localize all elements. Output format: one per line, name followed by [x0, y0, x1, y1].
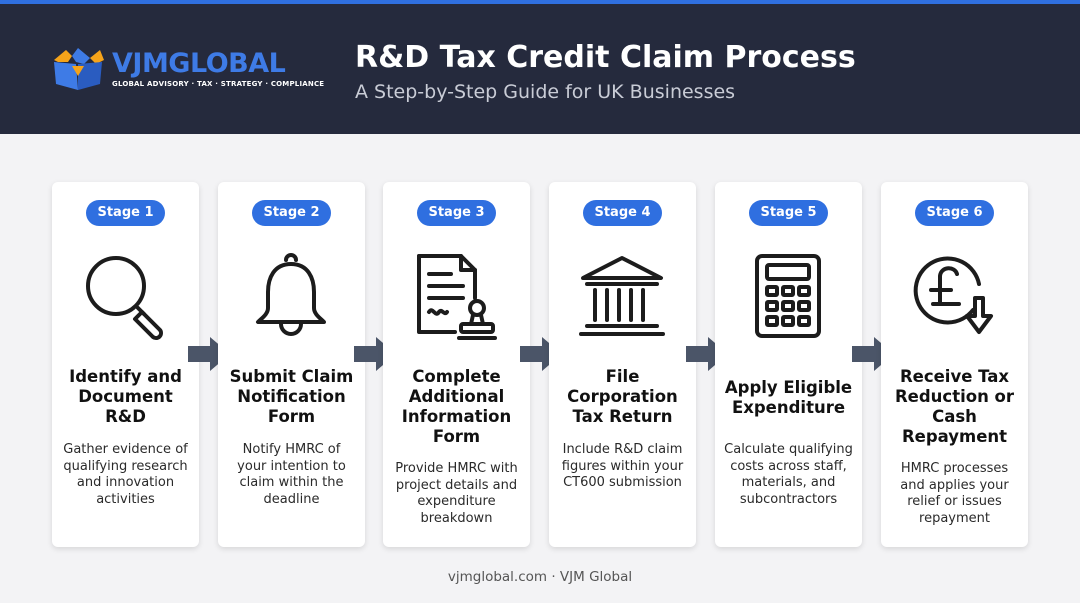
footer-credit: vjmglobal.com · VJM Global [447, 569, 633, 585]
document-stamp-icon [417, 254, 497, 340]
header-banner: VJMGLOBAL GLOBAL ADVISORY · TAX · STRATE… [0, 4, 1080, 134]
stage-description: Notify HMRC of your intention to claim w… [237, 442, 346, 507]
stage-card-4: Stage 4 File Corporation Tax Return Incl… [549, 182, 696, 547]
stage-badge: Stage 5 [749, 200, 828, 226]
stage-card-3: Stage 3 Complete Additional Information … [383, 182, 530, 547]
stage-title: File Corporation Tax Return [567, 367, 678, 426]
stage-title: Identify and Document R&D [69, 367, 182, 426]
stage-badge: Stage 4 [583, 200, 662, 226]
stage-description: HMRC processes and applies your relief o… [900, 461, 1009, 526]
calculator-icon [755, 254, 821, 338]
stage-card-5: Stage 5 Apply Eligible Expenditure Calcu… [715, 182, 862, 547]
pound-refund-icon [913, 256, 993, 334]
stage-title: Complete Additional Information Form [401, 367, 512, 446]
brand-logo[interactable]: VJMGLOBAL GLOBAL ADVISORY · TAX · STRATE… [50, 46, 324, 96]
brand-name: VJMGLOBAL [112, 48, 286, 79]
stage-title: Apply Eligible Expenditure [724, 378, 853, 417]
stage-title: Submit Claim Notification Form [229, 367, 354, 426]
stage-card-1: Stage 1 Identify and Document R&D Gather… [52, 182, 199, 547]
top-accent-bar [0, 0, 1080, 4]
government-building-icon [579, 256, 665, 336]
magnifier-icon [86, 256, 163, 340]
page-subtitle: A Step-by-Step Guide for UK Businesses [355, 81, 736, 103]
stage-description: Include R&D claim figures within your CT… [561, 442, 684, 490]
brand-tagline: GLOBAL ADVISORY · TAX · STRATEGY · COMPL… [112, 80, 325, 88]
stage-description: Gather evidence of qualifying research a… [63, 442, 188, 507]
stage-description: Provide HMRC with project details and ex… [395, 461, 518, 526]
stage-badge: Stage 3 [417, 200, 496, 226]
stage-description: Calculate qualifying costs across staff,… [724, 442, 853, 507]
bell-icon [256, 253, 326, 336]
stage-title: Receive Tax Reduction or Cash Repayment [894, 367, 1015, 446]
page-title: R&D Tax Credit Claim Process [355, 40, 856, 75]
stage-badge: Stage 6 [915, 200, 994, 226]
stage-card-6: Stage 6 Receive Tax Reduction or Cash Re… [881, 182, 1028, 547]
stage-badge: Stage 2 [252, 200, 331, 226]
stage-card-2: Stage 2 Submit Claim Notification Form N… [218, 182, 365, 547]
stage-badge: Stage 1 [86, 200, 165, 226]
logo-mark-icon [54, 48, 104, 90]
